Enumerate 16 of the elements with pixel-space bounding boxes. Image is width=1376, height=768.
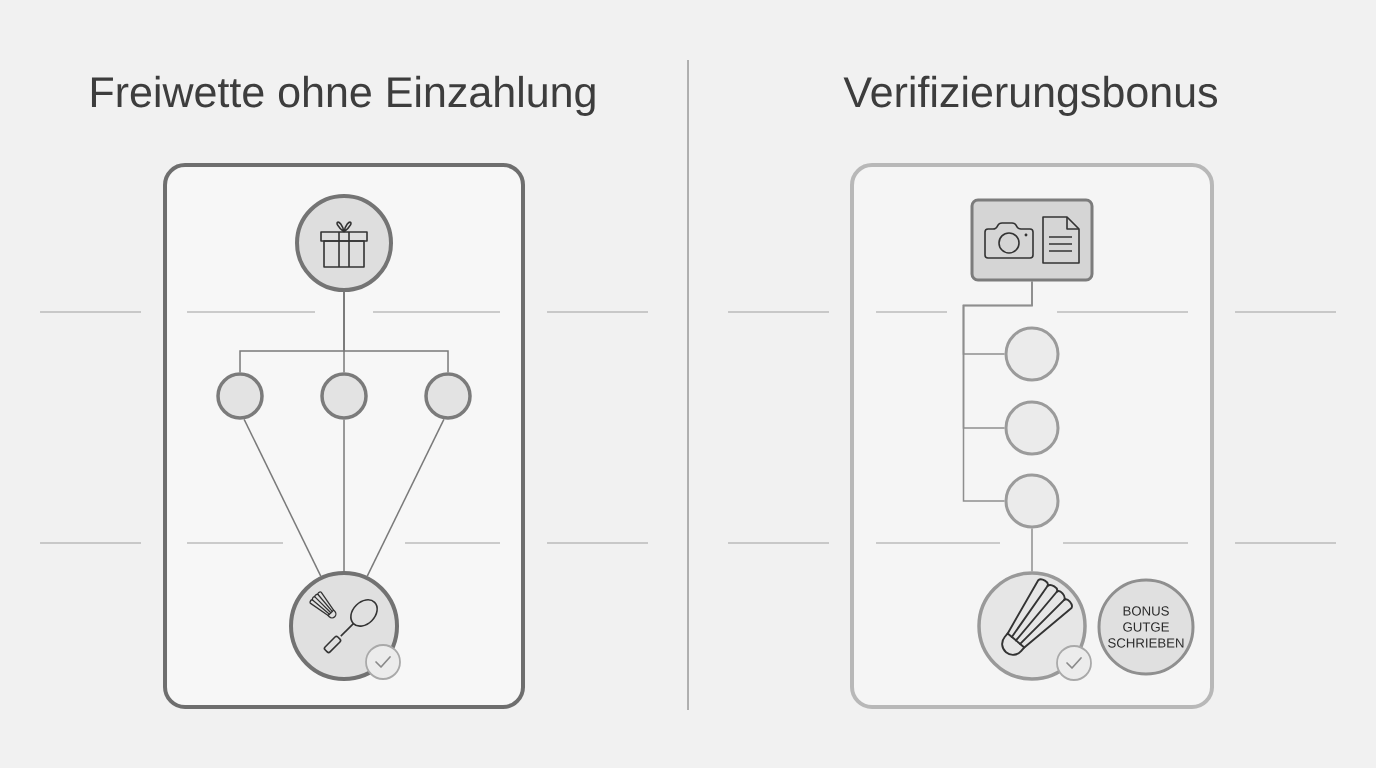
circle	[1004, 326, 1060, 382]
icon-box	[970, 198, 1094, 282]
icon-circle	[295, 194, 393, 292]
heading: Verifizierungsbonus	[843, 75, 1218, 116]
connector-line	[243, 418, 322, 577]
round-badge: BONUS GUTGE SCHRIEBEN	[1097, 578, 1195, 676]
circle	[1004, 473, 1060, 529]
connector-line	[343, 291, 449, 373]
icon-circle	[977, 571, 1087, 681]
connector-line	[366, 418, 445, 577]
heading: Freiwette ohne Einzahlung	[91, 75, 595, 116]
connector-line	[343, 419, 345, 572]
icon-circle	[289, 571, 399, 681]
connector-line	[962, 280, 1033, 502]
circle	[1004, 400, 1060, 456]
connector-line	[1031, 527, 1033, 572]
